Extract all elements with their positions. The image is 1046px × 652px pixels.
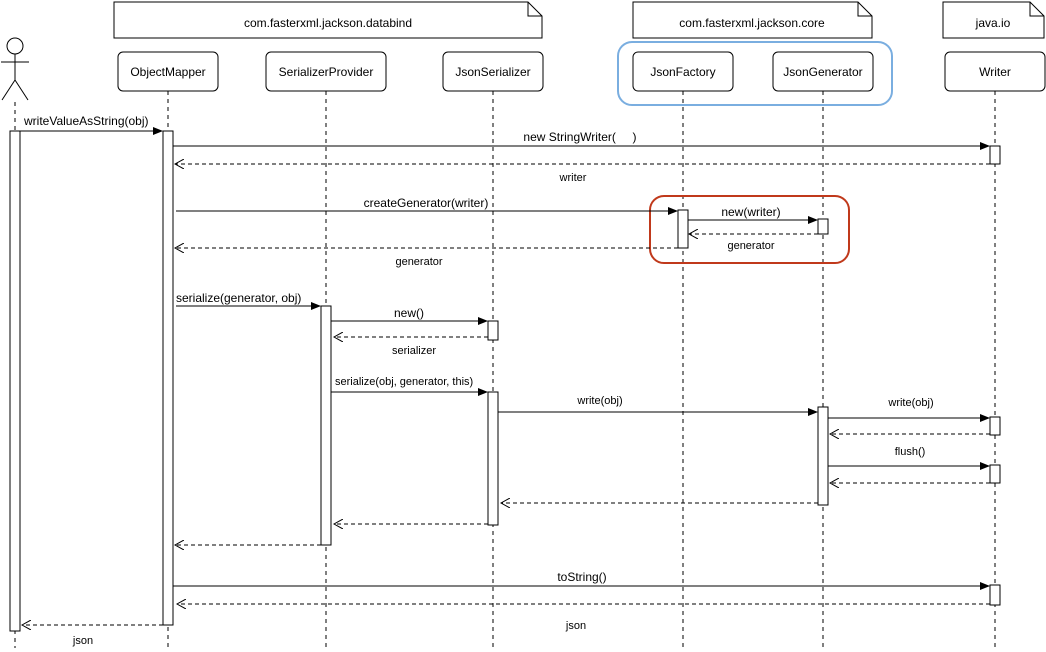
label-write-obj-writer: write(obj) [887,397,933,409]
participant-label: JsonGenerator [783,65,862,79]
label-new-writer: new(writer) [721,205,780,219]
participant-writer: Writer [944,51,1046,92]
label-new-string-writer: new StringWriter( ) [523,130,636,144]
label-write-value-as-string: writeValueAsString(obj) [23,114,149,128]
label-flush: flush() [895,446,926,458]
participant-json-factory: JsonFactory [632,51,734,92]
label-writer-return: writer [559,172,587,184]
core-group-outline [617,41,893,106]
participant-object-mapper: ObjectMapper [117,51,219,92]
label-json-return-actor: json [72,635,93,647]
activation-json-generator-2 [817,406,829,506]
label-json-return-mapper: json [565,620,586,632]
label-serialize-serializer: serialize(obj, generator, this) [335,376,473,388]
package-note-io: java.io [942,1,1045,39]
package-label-io: java.io [975,16,1011,30]
activation-json-generator-1 [817,218,829,235]
participant-label: Writer [979,65,1011,79]
label-new-serializer: new() [394,306,424,320]
label-generator-return-inner: generator [727,240,774,252]
package-note-databind: com.fasterxml.jackson.databind [113,1,543,39]
label-serializer-return: serializer [392,345,436,357]
activation-writer-4 [989,584,1001,606]
activation-serializer-provider [320,305,332,546]
activation-object-mapper [162,130,174,626]
participant-label: JsonFactory [650,65,715,79]
participant-json-serializer: JsonSerializer [442,51,544,92]
participant-json-generator: JsonGenerator [772,51,874,92]
participant-label: SerializerProvider [279,65,374,79]
actor-icon [1,37,29,101]
activation-json-factory [677,209,689,249]
activation-json-serializer-2 [487,391,499,526]
package-note-core: com.fasterxml.jackson.core [632,1,873,39]
package-label-core: com.fasterxml.jackson.core [679,16,825,30]
label-write-obj-generator: write(obj) [576,395,622,407]
package-label-databind: com.fasterxml.jackson.databind [244,16,412,30]
activation-writer-1 [989,145,1001,165]
activation-writer-3 [989,464,1001,484]
participant-serializer-provider: SerializerProvider [265,51,387,92]
highlight-create-generator [649,195,850,264]
participant-label: JsonSerializer [455,65,530,79]
label-serialize-provider: serialize(generator, obj) [176,291,301,305]
label-generator-return: generator [395,256,442,268]
activation-actor [9,130,21,632]
label-create-generator: createGenerator(writer) [364,196,489,210]
participant-label: ObjectMapper [130,65,205,79]
label-to-string: toString() [557,570,606,584]
activation-writer-2 [989,416,1001,436]
activation-json-serializer-1 [487,320,499,341]
